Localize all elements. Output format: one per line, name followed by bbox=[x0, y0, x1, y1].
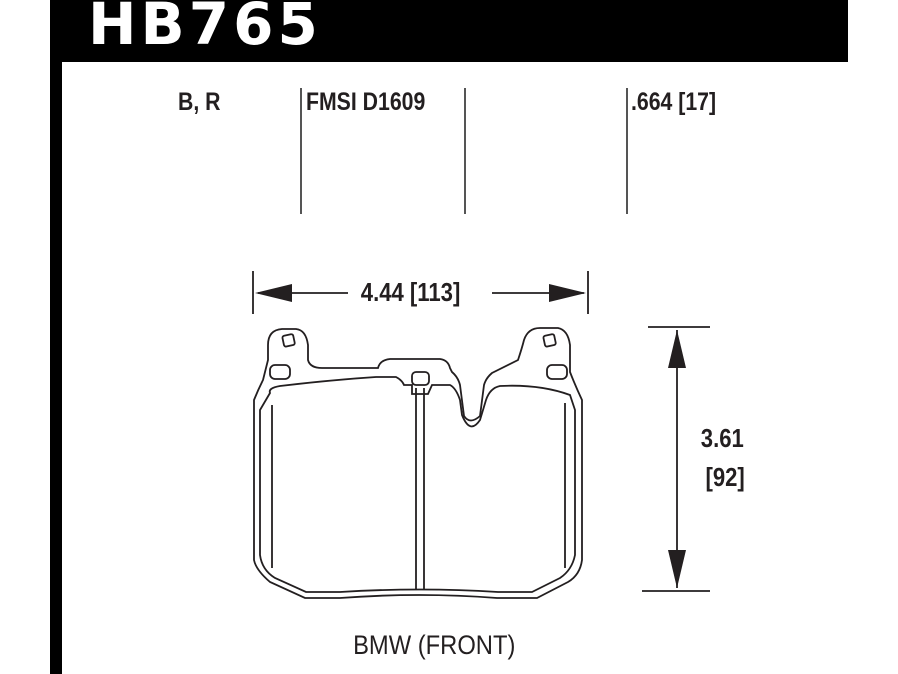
divider-2 bbox=[464, 88, 466, 214]
height-dimension-mm: [92] bbox=[705, 462, 745, 492]
compounds-label: B, R bbox=[178, 88, 221, 116]
divider-1 bbox=[300, 88, 302, 214]
arrowhead-left bbox=[255, 284, 292, 302]
fmsi-label: FMSI D1609 bbox=[306, 88, 426, 116]
header-bar bbox=[50, 0, 848, 62]
divider-3 bbox=[626, 88, 628, 214]
arrowhead-up bbox=[668, 330, 686, 368]
width-dimension-label: 4.44 [113] bbox=[360, 277, 461, 307]
thickness-label: .664 [17] bbox=[631, 88, 717, 116]
arrowhead-down bbox=[668, 550, 686, 588]
height-dimension-inches: 3.61 bbox=[700, 423, 744, 453]
caption-text: BMW (FRONT) bbox=[352, 630, 516, 660]
arrowhead-right bbox=[549, 284, 586, 302]
vehicle-caption: BMW (FRONT) bbox=[0, 630, 898, 661]
part-number-title: HB765 bbox=[88, 0, 322, 58]
left-border-bar bbox=[50, 0, 62, 674]
